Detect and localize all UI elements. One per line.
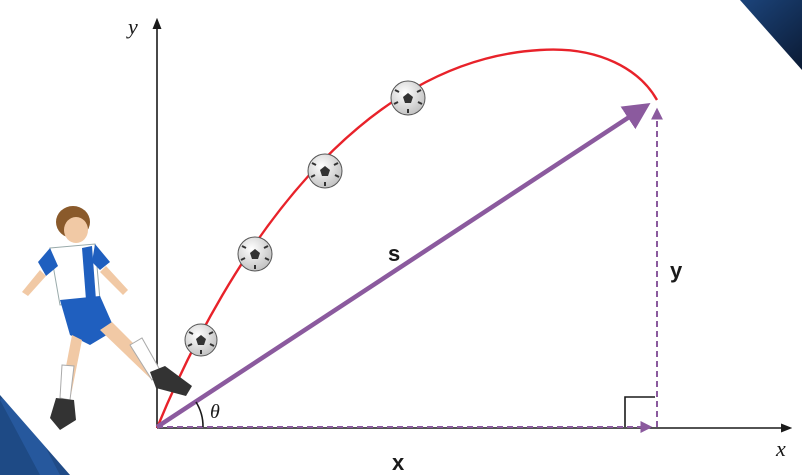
x-axis-label: x [775,436,786,461]
soccer-ball-icon [184,323,218,357]
displacement-label: s [388,241,400,266]
right-angle-marker [624,396,655,427]
trajectory-curve [155,48,659,429]
horizontal-component-label: x [392,450,405,475]
soccer-ball-icon [307,153,343,189]
soccer-player-icon [22,206,192,430]
soccer-ball-icon [390,80,426,116]
soccer-ball-icon [237,236,273,272]
angle-label: θ [210,401,220,423]
angle-arc [195,401,204,428]
displacement-vector [155,103,651,429]
vertical-component-label: y [670,258,683,283]
y-axis-label: y [126,14,138,39]
